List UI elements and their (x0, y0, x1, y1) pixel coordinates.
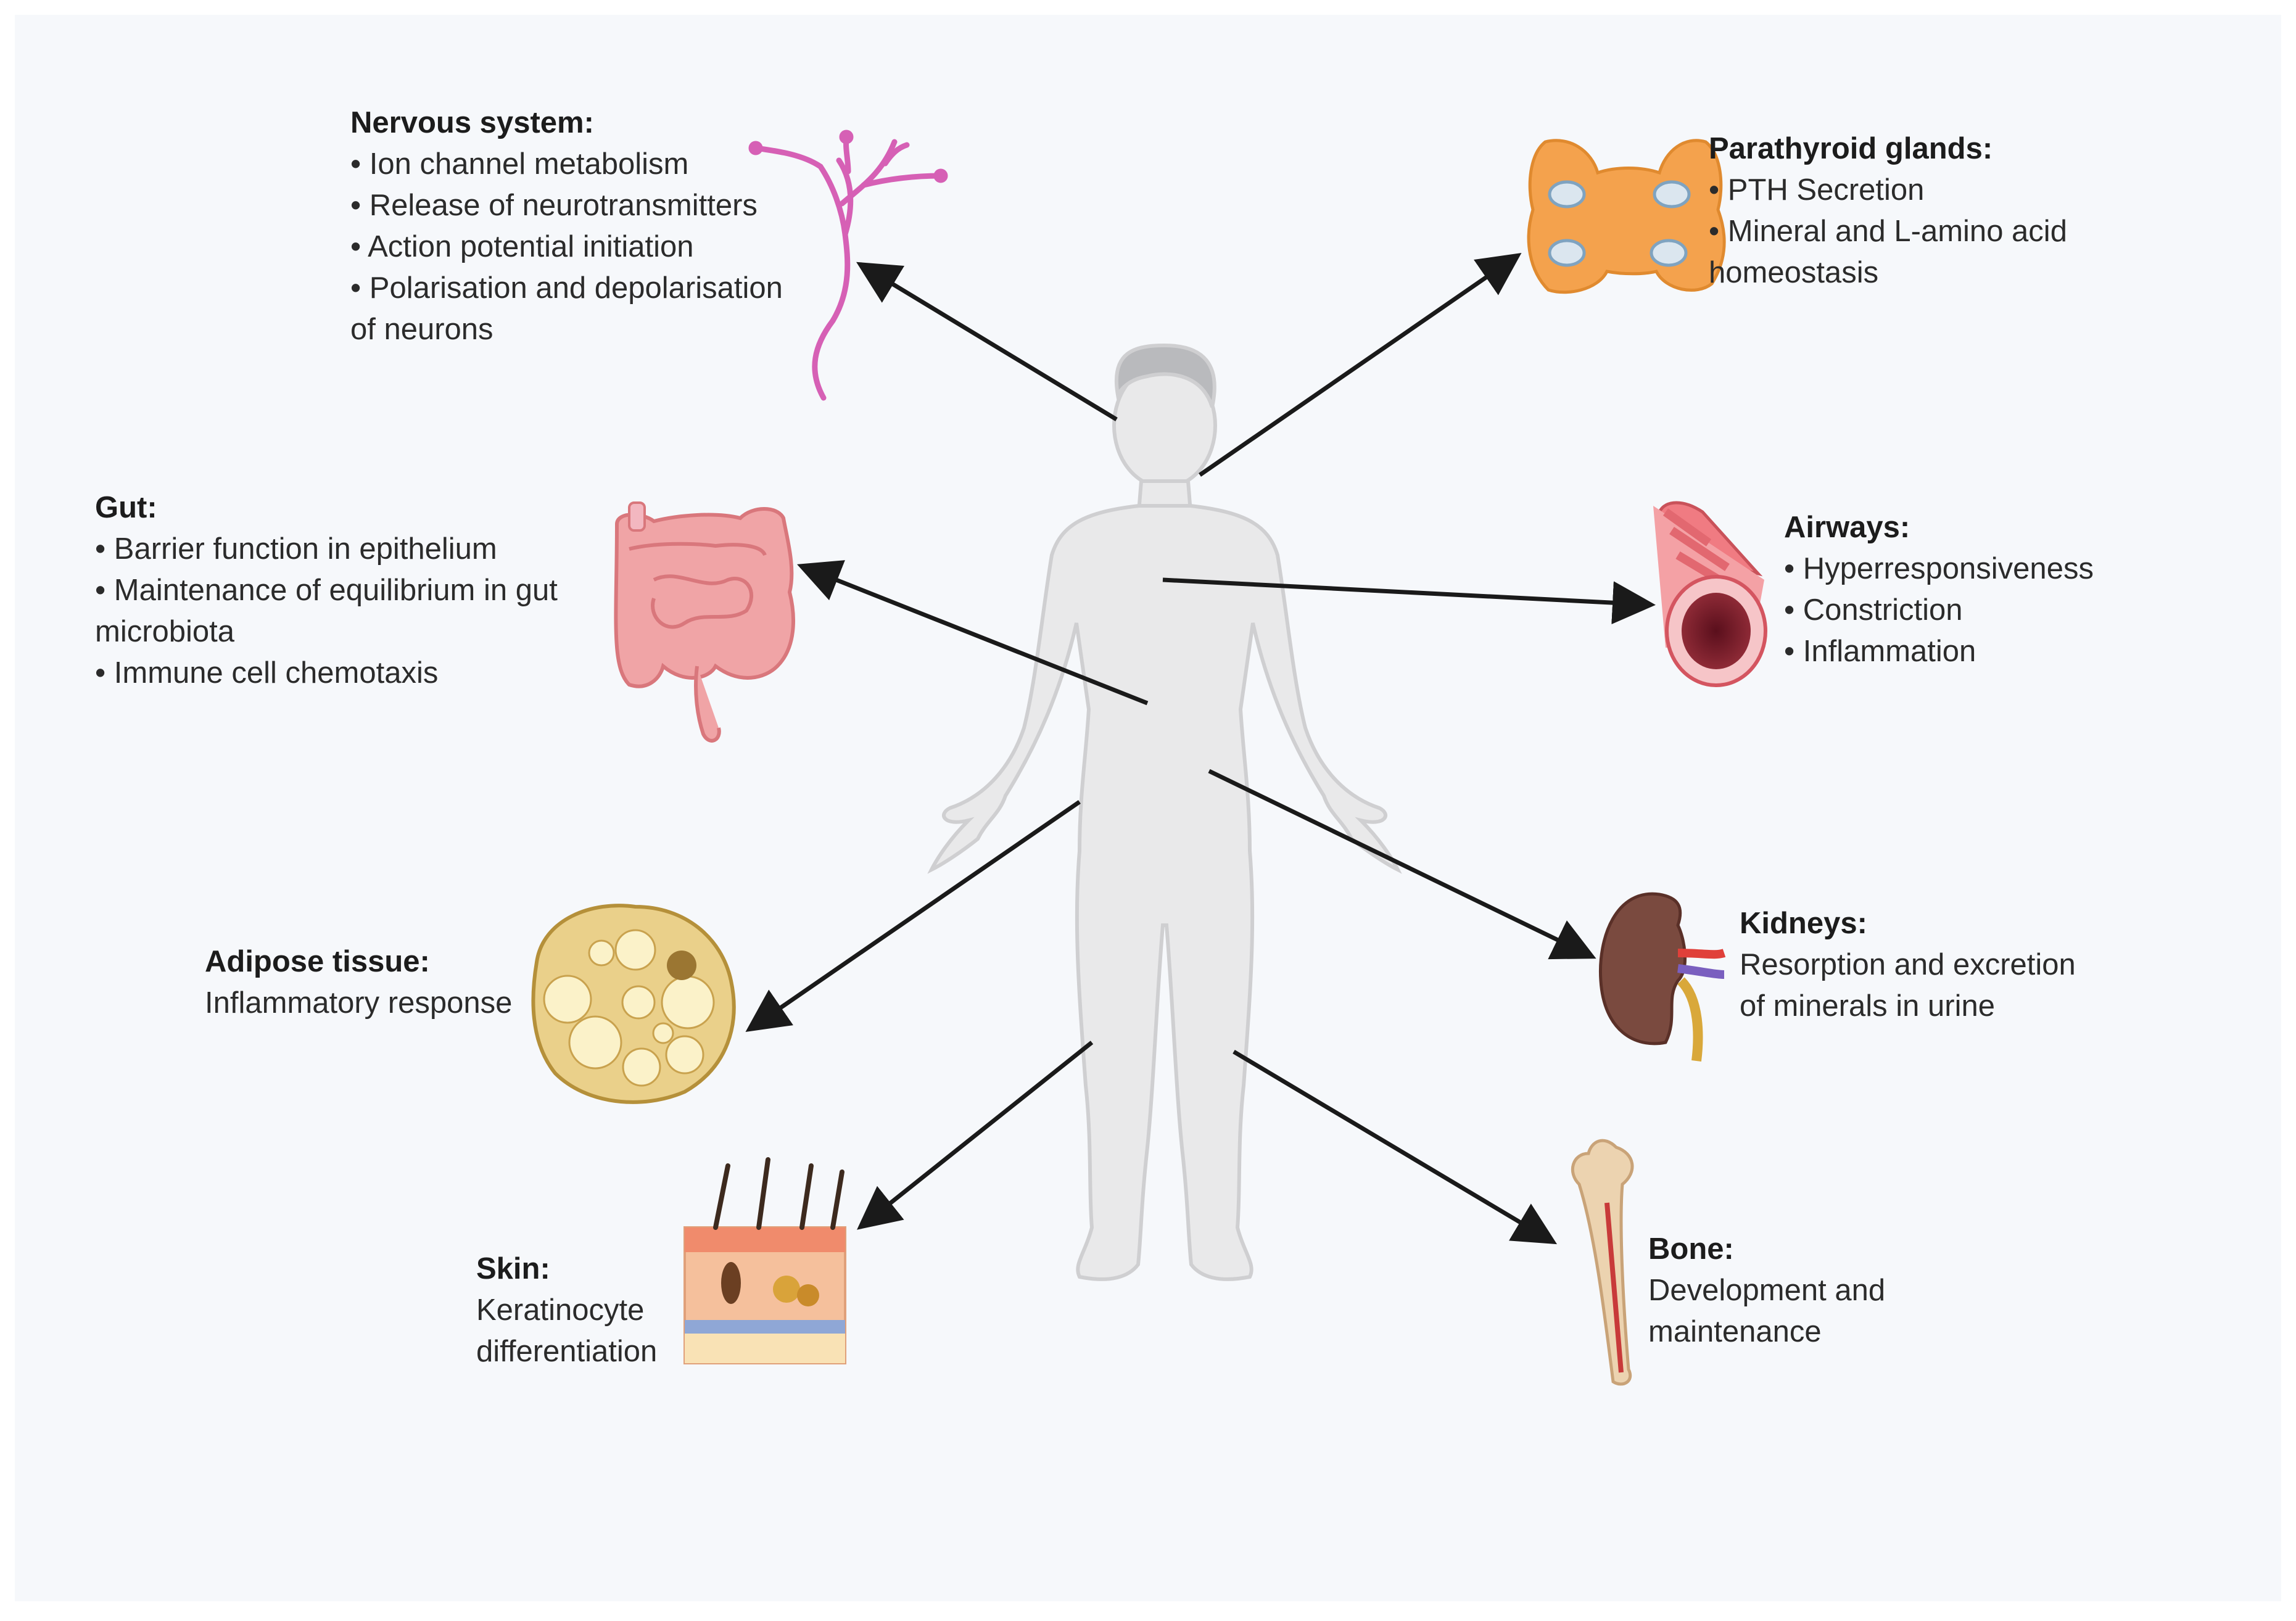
airway-icon (1653, 501, 1767, 687)
connection-arrows (745, 253, 1656, 1245)
bone-icon (1571, 1139, 1634, 1386)
label-bullet: • PTH Secretion (1709, 173, 1925, 207)
label-bone: Bone: Development and maintenance (1648, 1229, 1885, 1353)
arrow-to-adipose (745, 800, 1081, 1032)
label-nervous-system: Nervous system: • Ion channel metabolism… (350, 102, 783, 350)
label-title: Bone: (1648, 1232, 1734, 1266)
label-continuation: homeostasis (1709, 256, 1879, 289)
skin-icon (683, 1157, 846, 1364)
label-bullet: • Immune cell chemotaxis (95, 656, 439, 690)
parathyroid-icon (1527, 139, 1726, 294)
label-bullet: • Inflammation (1784, 635, 1976, 668)
arrow-to-skin (857, 1041, 1094, 1230)
label-parathyroid-glands: Parathyroid glands: • PTH Secretion • Mi… (1709, 128, 2067, 294)
label-skin: Skin: Keratinocyte differentiation (476, 1248, 657, 1372)
label-kidneys: Kidneys: Resorption and excretion of min… (1740, 903, 2076, 1027)
human-body-figure (927, 343, 1402, 1281)
label-line: Development and (1648, 1274, 1886, 1307)
label-title: Adipose tissue: (205, 945, 430, 978)
label-title: Skin: (476, 1252, 550, 1285)
arrow-to-kidneys (1208, 769, 1596, 960)
intestine-icon (614, 501, 795, 743)
arrow-to-parathyroid (1199, 253, 1522, 477)
label-title: Parathyroid glands: (1709, 132, 1993, 165)
label-bullet: • Constriction (1784, 593, 1963, 627)
label-continuation: microbiota (95, 615, 235, 648)
label-line: differentiation (476, 1335, 658, 1368)
arrow-to-airways (1162, 577, 1656, 625)
label-bullet: • Barrier function in epithelium (95, 532, 497, 566)
arrow-to-gut (796, 560, 1149, 706)
label-bullet: • Release of neurotransmitters (350, 189, 758, 222)
label-line: Inflammatory response (205, 986, 513, 1020)
neuron-icon (748, 130, 948, 401)
kidney-icon (1598, 892, 1726, 1062)
label-adipose-tissue: Adipose tissue: Inflammatory response (205, 941, 512, 1024)
label-bullet: • Maintenance of equilibrium in gut (95, 574, 558, 607)
label-bullet: • Polarisation and depolarisation (350, 271, 783, 305)
label-continuation: of neurons (350, 313, 493, 346)
label-airways: Airways: • Hyperresponsiveness • Constri… (1784, 507, 2094, 672)
label-title: Gut: (95, 491, 157, 524)
label-bullet: • Action potential initiation (350, 230, 694, 263)
label-title: Kidneys: (1740, 907, 1867, 940)
label-title: Nervous system: (350, 106, 594, 139)
label-line: Resorption and excretion (1740, 948, 2076, 981)
label-line: Keratinocyte (476, 1293, 645, 1327)
arrow-to-nervous (856, 262, 1118, 421)
adipose-icon (531, 904, 736, 1104)
label-line: maintenance (1648, 1315, 1822, 1348)
label-bullet: • Hyperresponsiveness (1784, 552, 2094, 585)
label-bullet: • Mineral and L-amino acid (1709, 215, 2067, 248)
arrow-to-bone (1233, 1049, 1558, 1245)
label-line: of minerals in urine (1740, 989, 1995, 1023)
label-gut: Gut: • Barrier function in epithelium • … (95, 487, 558, 694)
label-bullet: • Ion channel metabolism (350, 147, 689, 181)
label-title: Airways: (1784, 511, 1910, 544)
